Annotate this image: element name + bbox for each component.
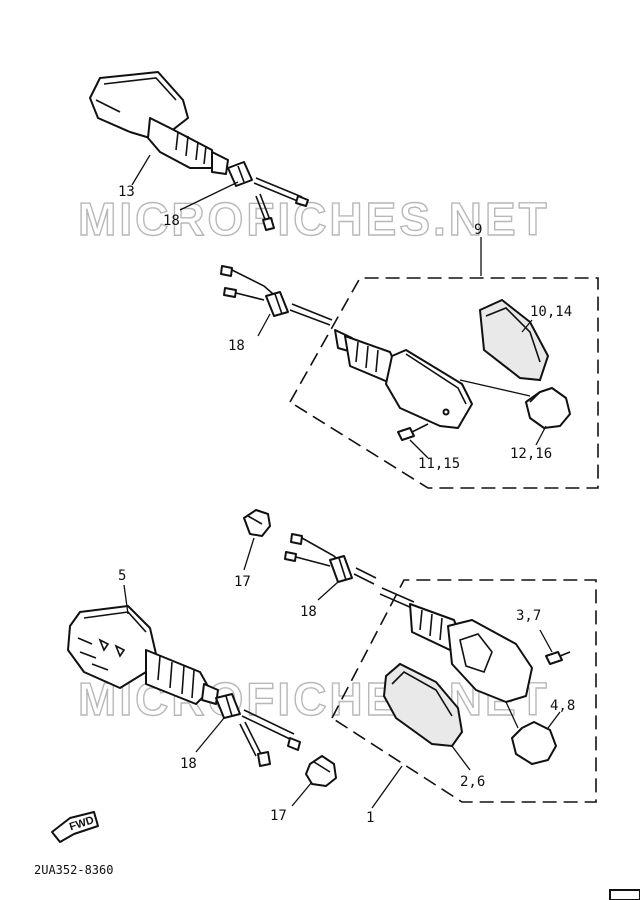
lens-mid [478, 298, 550, 382]
wire-leads-low [284, 533, 377, 585]
turn-signal-rear-top [89, 71, 229, 175]
grommet-bottom [215, 693, 241, 719]
grommet-mid [265, 291, 289, 317]
callout-2-6: 2,6 [460, 774, 485, 790]
bulb-mid [525, 387, 571, 429]
leader-10-14 [521, 319, 533, 333]
leader-18-mid [257, 313, 271, 337]
leader-18-low [317, 581, 339, 601]
leader-3-7 [539, 629, 553, 653]
assembly-boundary-9 [288, 277, 599, 489]
grommet-low [329, 555, 353, 583]
callout-17-top: 17 [234, 574, 251, 590]
fwd-arrow-icon: FWD [51, 811, 99, 843]
leader-bulb-low [505, 701, 519, 729]
watermark-top: MICROFICHES.NET [78, 193, 550, 245]
leader-bulb-mid [459, 379, 531, 397]
wire-leads-mid [220, 265, 333, 326]
callout-1: 1 [366, 810, 374, 826]
screw-low [545, 651, 571, 665]
turn-signal-front-mid [334, 329, 473, 429]
grommet-cap-bottom [305, 755, 337, 787]
callout-3-7: 3,7 [516, 608, 541, 624]
drawing-number: 2UA352-8360 [34, 863, 113, 877]
callout-13: 13 [118, 184, 135, 200]
lens-low [382, 662, 464, 748]
assembly-boundary-1 [330, 579, 597, 803]
callout-10-14: 10,14 [530, 304, 572, 320]
callout-5: 5 [118, 568, 126, 584]
wire-lead-top [253, 177, 309, 231]
grommet-cap-top [243, 509, 271, 537]
leader-17-top [243, 537, 255, 571]
callout-9: 9 [474, 222, 482, 238]
leader-1 [371, 765, 403, 809]
turn-signal-rear-low [67, 605, 219, 705]
callout-17-bottom: 17 [270, 808, 287, 824]
leader-2-6 [451, 745, 471, 771]
leader-12-16 [535, 425, 547, 446]
callout-12-16: 12,16 [510, 446, 552, 462]
callout-18-top: 18 [163, 213, 180, 229]
leader-18-bottom [195, 717, 225, 753]
turn-signal-front-low [379, 587, 533, 703]
bulb-low [511, 721, 557, 765]
leader-18-top [179, 181, 239, 211]
leader-5 [123, 584, 129, 615]
callout-18-mid: 18 [228, 338, 245, 354]
callout-4-8: 4,8 [550, 698, 575, 714]
callout-11-15: 11,15 [418, 456, 460, 472]
callout-18-bottom: 18 [180, 756, 197, 772]
leader-11-15 [409, 439, 429, 459]
callout-18-low: 18 [300, 604, 317, 620]
leader-4-8 [547, 711, 561, 729]
corner-tab [609, 889, 640, 900]
leader-13 [131, 154, 151, 186]
grommet-top [227, 161, 253, 187]
leader-17-bottom [291, 781, 313, 807]
screw-mid [397, 423, 429, 441]
wire-lead-bottom [239, 709, 301, 767]
